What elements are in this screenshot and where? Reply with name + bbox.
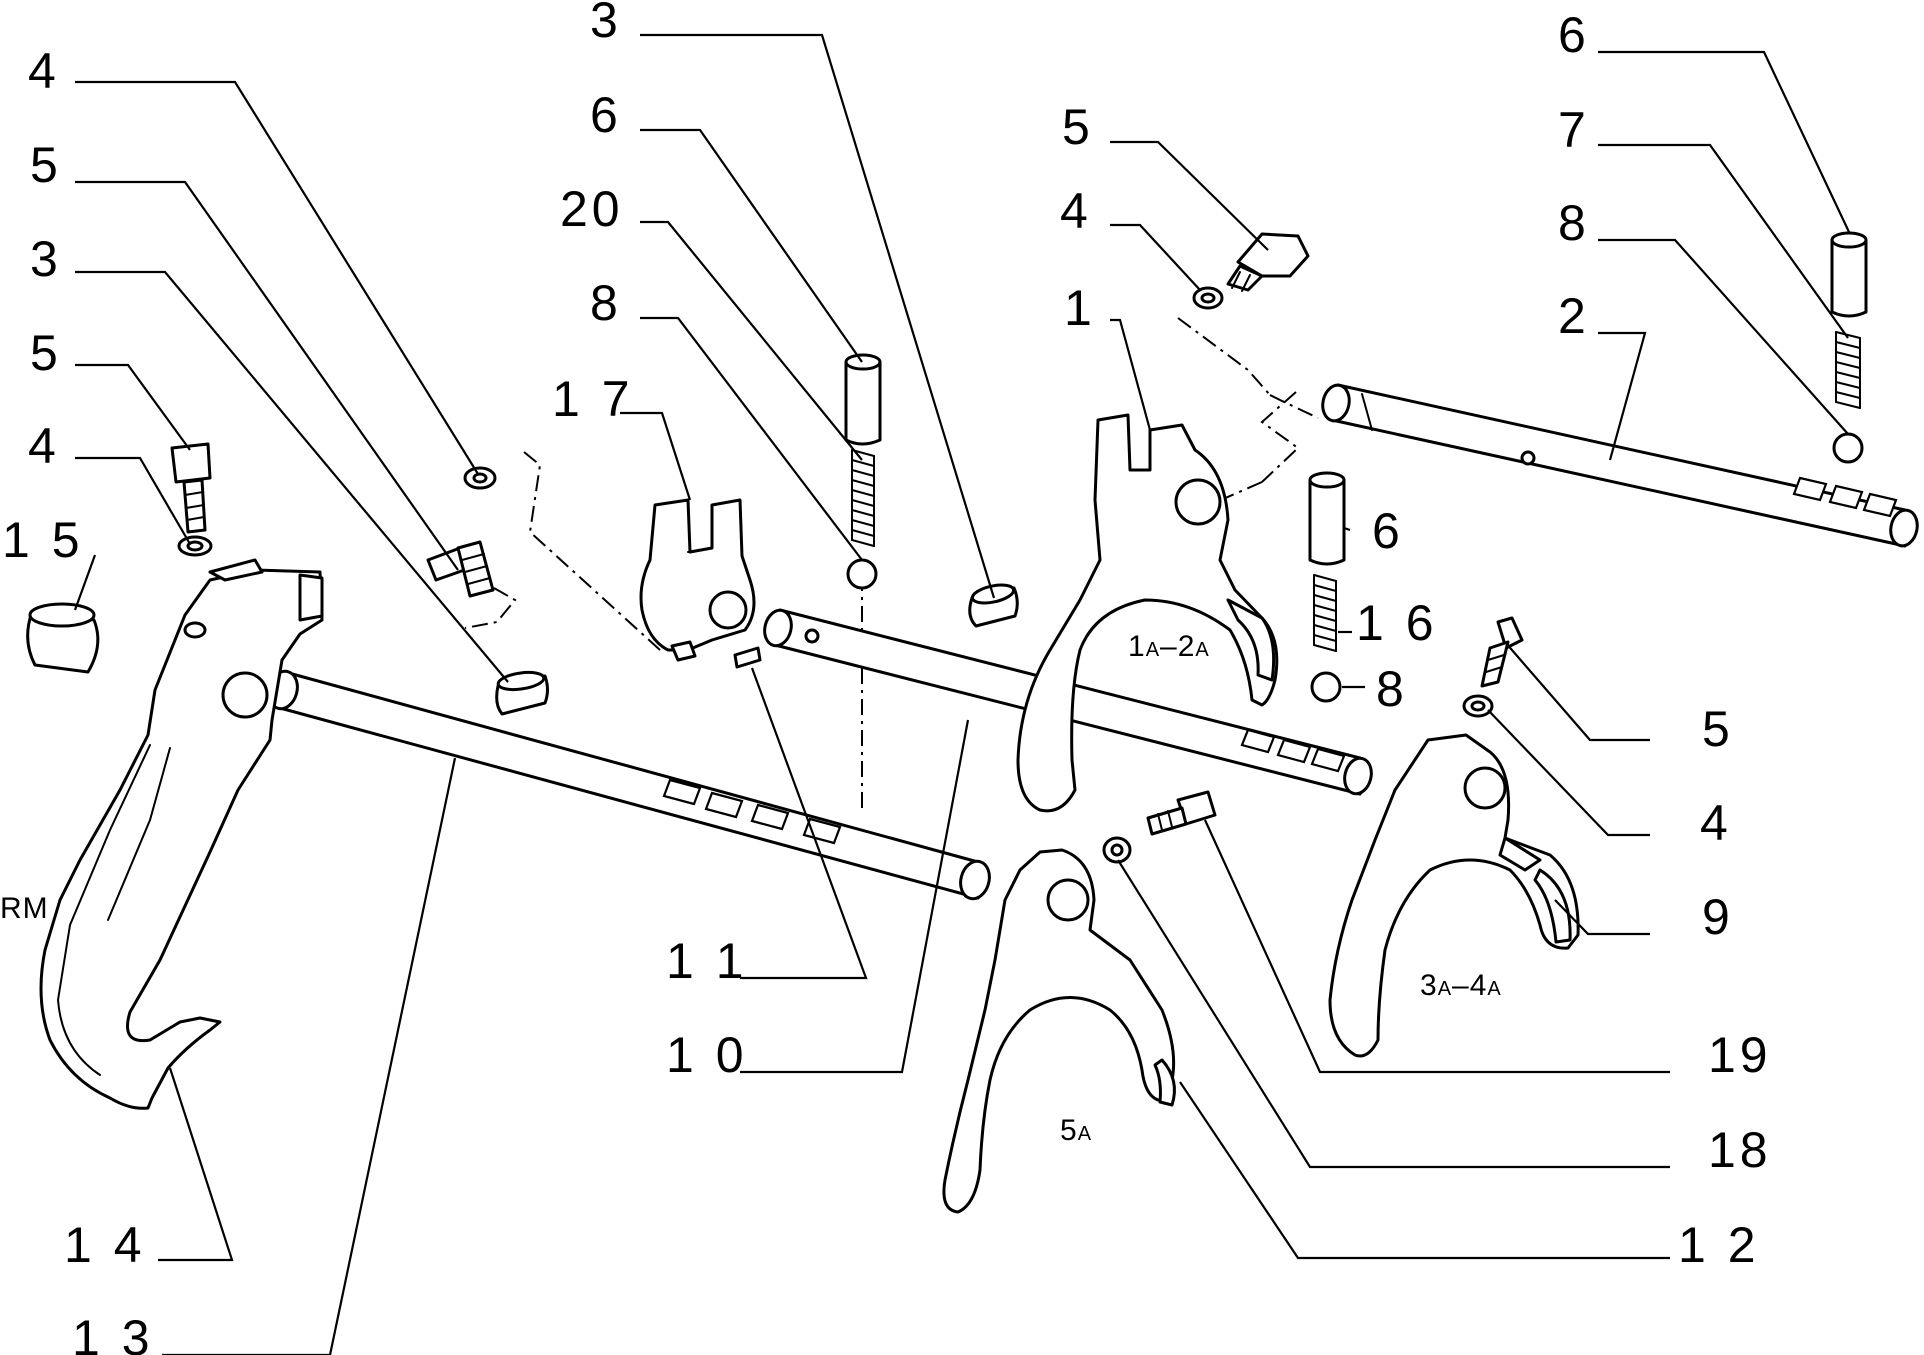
bolt-5-right [1480,616,1524,688]
callout-6: 6 [590,87,622,143]
callout-16: 1 6 [1356,595,1438,651]
bolt-5-left [170,442,212,534]
callout-8: 8 [1376,661,1408,717]
bolt-19 [1146,790,1217,836]
washer-4-mid [463,466,497,490]
callout-9: 9 [1702,889,1734,945]
bush-15 [26,602,100,674]
callout-15: 1 5 [2,512,84,568]
callout-8: 8 [590,275,622,331]
callout-4: 4 [28,418,60,474]
callout-4: 4 [28,43,60,99]
selector-block-17 [639,498,756,662]
spring-7 [1835,331,1861,409]
bolt-5-upper [1226,232,1310,292]
callout-numbers: 4 5 3 5 4 1 5 3 6 20 8 1 7 5 4 1 6 7 8 2… [2,0,1772,1355]
gear-tags: RM 1A–2A 3A–4A 5A [0,630,1502,1147]
spring-20 [851,449,875,547]
callout-3: 3 [590,0,622,48]
bush-6-far-right [1830,231,1868,318]
callout-5: 5 [1062,99,1094,155]
fork-3-4-9 [1328,733,1580,1058]
callout-19: 19 [1708,1027,1772,1083]
callout-5: 5 [1702,701,1734,757]
callout-6: 6 [1372,503,1404,559]
washer-4-left [177,535,213,557]
pin-3-left [495,670,549,716]
spring-16 [1313,574,1337,652]
callout-4: 4 [1060,183,1092,239]
callout-17: 1 7 [552,371,634,427]
callout-12: 1 2 [1678,1217,1760,1273]
bush-6-right [1308,471,1346,566]
callout-11: 1 1 [666,933,748,989]
callout-7: 7 [1558,102,1590,158]
pin-11 [733,646,762,669]
bush-6-mid [844,353,882,446]
leader-lines [73,33,1850,1355]
callout-14: 1 4 [64,1217,146,1273]
washer-4-right [1462,694,1494,718]
callout-10: 1 0 [666,1027,748,1083]
washer-4-upper [1192,286,1224,310]
shift-rod-2 [1321,383,1919,548]
tag-5th: 5A [1060,1114,1092,1147]
ball-8-right [1310,671,1342,703]
callout-13: 1 3 [72,1310,154,1355]
callout-3: 3 [30,231,62,287]
ball-8-mid [846,558,878,590]
callout-18: 18 [1708,1122,1772,1178]
callout-1: 1 [1064,280,1096,336]
callout-5: 5 [30,137,62,193]
fork-1-2-1 [1016,413,1279,813]
reverse-fork-14 [39,558,324,1110]
bolt-5-mid [426,540,495,598]
callout-20: 20 [560,181,624,237]
callout-5: 5 [30,325,62,381]
washer-18 [1102,836,1132,864]
tag-3rd-4th: 3A–4A [1420,969,1502,1002]
assembly-axes [464,317,1319,810]
fork-5-12 [942,848,1176,1214]
callout-2: 2 [1558,288,1590,344]
pin-3-mid [968,583,1019,628]
callout-8: 8 [1558,195,1590,251]
callout-6: 6 [1558,7,1590,63]
callout-4: 4 [1700,795,1732,851]
ball-8-far-right [1832,432,1864,464]
tag-reverse: RM [0,892,49,925]
shift-rod-13 [267,669,991,901]
tag-1st-2nd: 1A–2A [1128,630,1210,663]
